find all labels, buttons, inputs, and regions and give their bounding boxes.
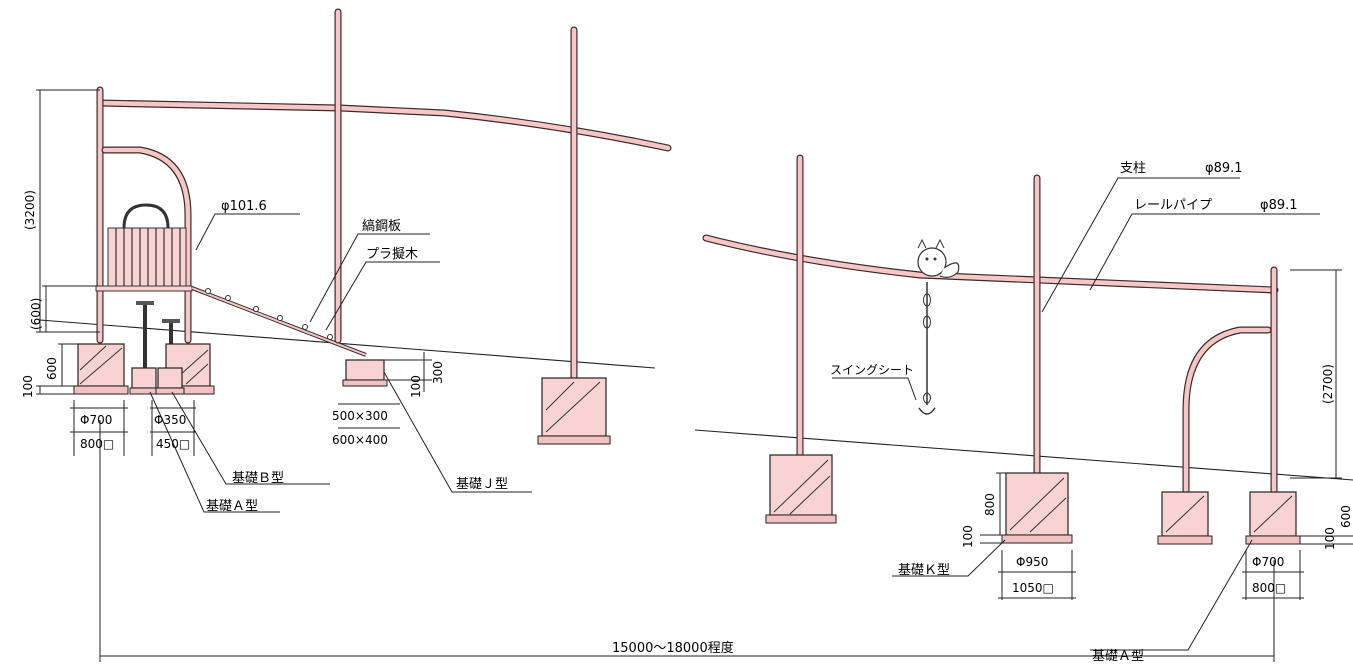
dim-footing-j-size1: 500×300 — [332, 409, 388, 423]
dim-footing-j-gravel: 100 — [409, 375, 423, 398]
top-rail-right — [702, 234, 1279, 294]
dim-footing-a-gravel: 100 — [21, 375, 35, 398]
label-steel-plate: 縞鋼板 — [362, 218, 401, 234]
label-rail-pipe-dia: φ89.1 — [1260, 198, 1298, 213]
dim-footing-b-dia: Φ350 — [154, 413, 186, 427]
footing-b-2 — [155, 367, 185, 395]
footing-k — [1001, 472, 1073, 544]
dim-overall-length: 15000〜18000程度 — [612, 640, 734, 656]
dim-footing-a2-gravel: 100 — [1323, 527, 1337, 550]
dimension-lines — [36, 89, 1353, 662]
footing-post-2 — [537, 377, 611, 445]
label-base-j: 基礎Ｊ型 — [456, 477, 508, 492]
dim-footing-b-square: 450□ — [156, 437, 190, 451]
label-post-dia: φ89.1 — [1205, 161, 1243, 176]
dim-footing-j-depth: 300 — [431, 361, 445, 384]
label-slide-pipe-dia: φ101.6 — [221, 199, 267, 214]
squirrel-trolley-icon — [917, 238, 960, 278]
footing-j — [342, 359, 388, 387]
slope-studs — [205, 288, 333, 340]
dim-footing-a-dia: Φ700 — [80, 413, 112, 427]
label-swing-seat: スイングシート — [830, 363, 914, 377]
dim-footing-k-square: 1050□ — [1012, 581, 1054, 595]
tower-railing-panel — [107, 203, 187, 287]
dim-footing-j-size2: 600×400 — [332, 433, 388, 447]
footing-right-3 — [1157, 491, 1213, 545]
dim-platform-height: (600) — [29, 298, 43, 330]
dim-footing-a-depth: 600 — [45, 357, 59, 380]
dim-footing-k-dia: Φ950 — [1016, 555, 1048, 569]
dim-footing-k-gravel: 100 — [961, 525, 975, 548]
label-base-a-right: 基礎Ａ型 — [1092, 649, 1144, 664]
dim-height-total: (3200) — [23, 190, 37, 230]
label-plastic-wood: プラ擬木 — [366, 246, 418, 262]
dim-height-right: (2700) — [1321, 364, 1335, 404]
label-base-b: 基礎Ｂ型 — [232, 471, 284, 486]
dim-footing-a-square: 800□ — [80, 437, 114, 451]
dim-footing-k-depth: 800 — [983, 493, 997, 516]
swing-cable — [918, 282, 936, 415]
tower-platform — [95, 285, 193, 292]
footing-right-1 — [765, 454, 837, 524]
label-base-a: 基礎Ａ型 — [206, 499, 258, 514]
label-post: 支柱 — [1120, 161, 1146, 176]
ground-line-left — [39, 319, 656, 369]
footing-a-left-2 — [161, 343, 215, 395]
label-rail-pipe: レールパイプ — [1134, 198, 1212, 213]
left-structure — [95, 8, 672, 444]
footing-b-1 — [129, 367, 159, 395]
footing-a-right — [1245, 491, 1301, 545]
ground-line-right — [694, 429, 1353, 481]
label-base-k: 基礎Ｋ型 — [898, 563, 950, 578]
dim-footing-a2-dia: Φ700 — [1252, 555, 1284, 569]
dim-footing-a2-depth: 600 — [1339, 505, 1353, 528]
dim-footing-a2-square: 800□ — [1252, 581, 1286, 595]
leader-lines — [149, 177, 1320, 651]
footing-a-left — [73, 343, 129, 395]
